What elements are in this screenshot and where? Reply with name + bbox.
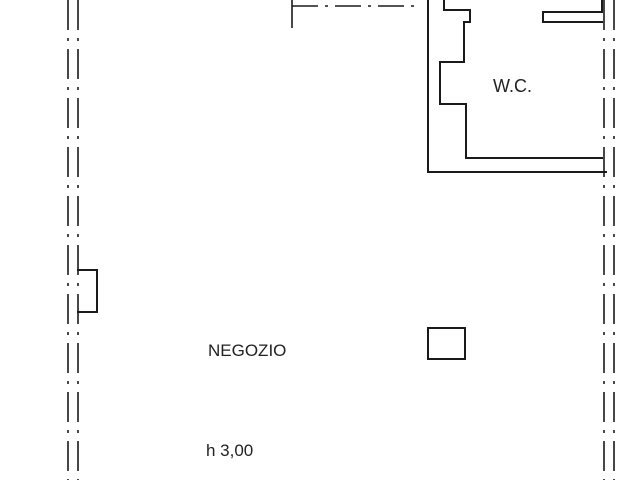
room-height-label: h 3,00	[206, 441, 253, 460]
room-label-wc: W.C.	[493, 76, 532, 96]
room-label-negozio: NEGOZIO	[208, 341, 286, 360]
shaft-square	[427, 327, 466, 360]
wc-outer-wall	[427, 0, 607, 173]
left-wall-pilaster	[77, 269, 98, 313]
wc-inner-wall	[439, 0, 603, 159]
wc-top-right-jamb	[542, 0, 603, 23]
